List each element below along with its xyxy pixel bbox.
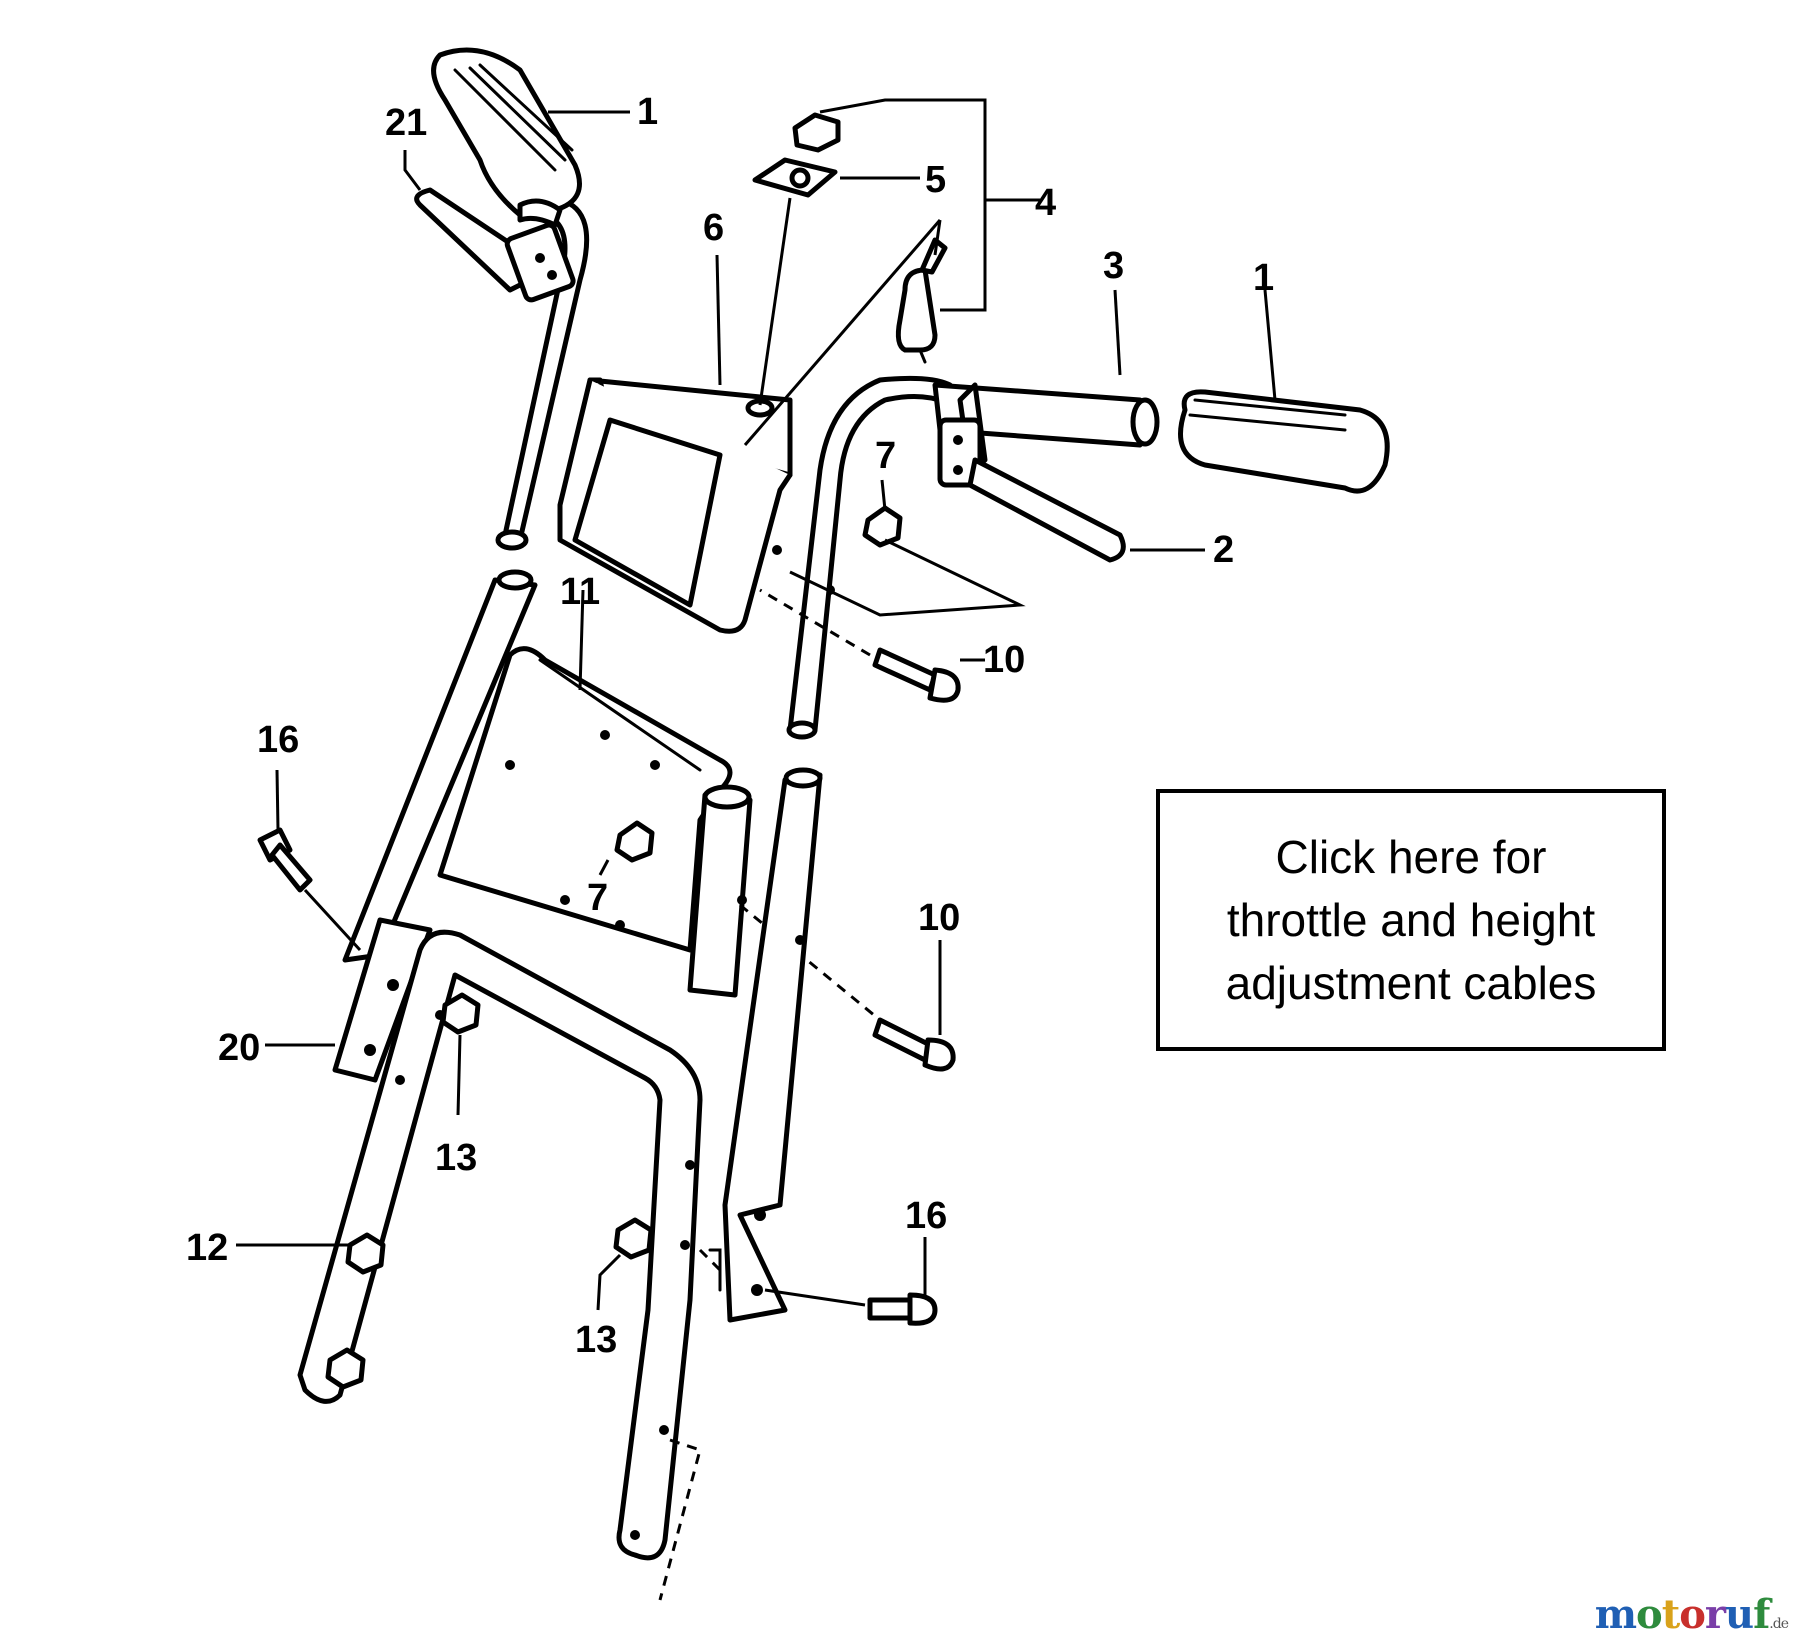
callout-10-upper: 10 — [983, 639, 1025, 681]
bracket-20 — [332, 917, 433, 1083]
callout-7-lower: 7 — [587, 877, 608, 919]
callout-5: 5 — [925, 159, 946, 201]
logo-letter: o — [1636, 1591, 1663, 1638]
left-grip — [431, 47, 582, 218]
right-control-lever — [937, 382, 1126, 563]
right-grip — [1178, 389, 1390, 494]
callout-2: 2 — [1213, 529, 1234, 571]
callout-12: 12 — [186, 1227, 228, 1269]
callout-11: 11 — [560, 571, 600, 613]
logo-suffix: .de — [1769, 1616, 1789, 1632]
logo-letter: u — [1724, 1591, 1754, 1638]
callout-3: 3 — [1103, 245, 1124, 287]
callout-4: 4 — [1035, 182, 1056, 224]
logo-letter: f — [1753, 1591, 1770, 1638]
leader-lines — [236, 98, 1277, 1311]
motoruf-watermark-logo: motoruf.de — [1594, 1591, 1789, 1638]
throttle-cables-link[interactable]: Click here for throttle and height adjus… — [1156, 789, 1666, 1051]
callout-16-left: 16 — [257, 719, 299, 761]
logo-letter: m — [1594, 1591, 1637, 1638]
right-lower-tube — [722, 767, 823, 1323]
nut-7-upper — [862, 505, 903, 548]
link-line-2: throttle and height — [1226, 893, 1596, 946]
nut-7-lower — [614, 820, 655, 863]
bolt-10-upper — [872, 647, 961, 703]
switch-assembly — [752, 112, 948, 364]
left-control-lever — [414, 187, 576, 303]
nut-12-b — [325, 1347, 366, 1390]
callout-1-left-grip: 1 — [637, 91, 658, 133]
link-line-3: adjustment cables — [1225, 956, 1597, 1009]
dash-panel — [557, 377, 835, 634]
logo-letter: o — [1679, 1591, 1706, 1638]
center-tube — [687, 784, 753, 998]
callout-13-upper: 13 — [435, 1137, 477, 1179]
link-line-1: Click here for — [1275, 830, 1547, 883]
link-text: Click here for throttle and height adjus… — [1226, 826, 1597, 1015]
callout-1-right-grip: 1 — [1253, 257, 1274, 299]
callout-21: 21 — [385, 102, 427, 144]
cross-plate — [437, 646, 733, 953]
callout-13-lower: 13 — [575, 1319, 617, 1361]
u-frame — [297, 929, 703, 1561]
right-grip-tube — [932, 382, 1160, 448]
nut-12-a — [345, 1232, 386, 1275]
callout-20: 20 — [218, 1027, 260, 1069]
callout-7-upper: 7 — [875, 435, 896, 477]
nut-13-lower — [613, 1217, 654, 1260]
callout-10-lower: 10 — [918, 897, 960, 939]
left-upper-handle — [431, 47, 590, 551]
nut-13-upper — [440, 992, 481, 1035]
bolt-16-right — [867, 1292, 938, 1326]
bolt-10-lower — [872, 1017, 956, 1072]
logo-letter: t — [1661, 1591, 1681, 1638]
callout-6: 6 — [703, 207, 724, 249]
bolt-16-left — [257, 827, 313, 893]
logo-letter: r — [1704, 1591, 1726, 1638]
callout-16-right: 16 — [905, 1195, 947, 1237]
